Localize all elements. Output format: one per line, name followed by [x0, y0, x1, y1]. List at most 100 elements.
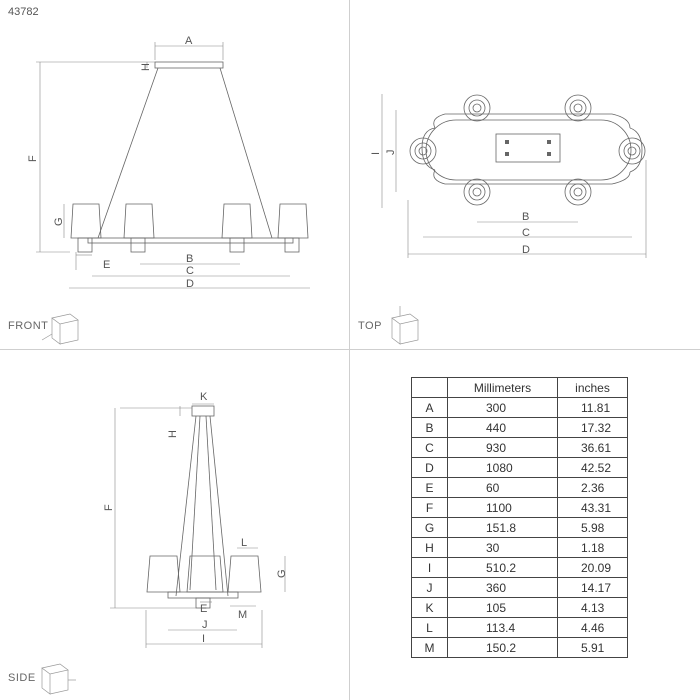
table-cell-mm: 930: [447, 437, 558, 458]
table-cell-mm: 150.2: [447, 637, 558, 658]
dim-label-d: D: [186, 278, 194, 290]
top-dim-label-d: D: [522, 244, 530, 256]
front-view-drawing: A H F G E B C D: [27, 35, 310, 345]
table-cell-inches: 14.17: [557, 577, 628, 598]
table-cell-letter: M: [411, 637, 448, 658]
dim-label-e: E: [103, 259, 110, 271]
side-canopy: [191, 405, 215, 417]
socket-1: [77, 237, 93, 253]
table-cell-letter: L: [411, 617, 448, 638]
top-dim-label-c: C: [522, 227, 530, 239]
side-dim-label-j: J: [202, 619, 208, 631]
table-cell-mm: 151.8: [447, 517, 558, 538]
table-cell-inches: 5.98: [557, 517, 628, 538]
top-dim-label-b: B: [522, 211, 529, 223]
table-cell-letter: I: [411, 557, 448, 578]
table-cell-mm: 300: [447, 397, 558, 418]
table-cell-mm: 510.2: [447, 557, 558, 578]
table-cell-inches: 36.61: [557, 437, 628, 458]
table-cell-letter: C: [411, 437, 448, 458]
table-cell-mm: 440: [447, 417, 558, 438]
table-cell-inches: 4.46: [557, 617, 628, 638]
table-header-row: Millimeters inches: [411, 377, 628, 398]
table-cell-letter: J: [411, 577, 448, 598]
front-cube-icon: [41, 313, 79, 345]
horizontal-divider: [0, 349, 700, 350]
table-cell-inches: 11.81: [557, 397, 628, 418]
table-cell-mm: 1080: [447, 457, 558, 478]
frame-bar: [87, 237, 294, 244]
table-header-cell: inches: [557, 377, 628, 398]
table-cell-mm: 113.4: [447, 617, 558, 638]
table-cell-letter: D: [411, 457, 448, 478]
side-cube-icon: [41, 663, 76, 695]
table-cell-mm: 1100: [447, 497, 558, 518]
dim-label-g: G: [53, 217, 65, 226]
top-cube-icon: [391, 306, 419, 345]
dim-label-f: F: [27, 155, 39, 162]
socket-4: [284, 237, 300, 253]
table-header-cell: [411, 377, 448, 398]
table-cell-mm: 105: [447, 597, 558, 618]
table-header-cell: Millimeters: [447, 377, 558, 398]
shade-3: [221, 203, 253, 239]
side-dim-label-i: I: [202, 633, 205, 645]
socket-3: [229, 237, 245, 253]
socket-2: [130, 237, 146, 253]
side-dim-label-k: K: [200, 391, 208, 403]
side-dimension-lines: [110, 403, 286, 648]
table-cell-inches: 2.36: [557, 477, 628, 498]
side-dim-label-e: E: [200, 603, 207, 615]
dim-label-a: A: [185, 35, 193, 47]
side-dim-label-h: H: [167, 430, 179, 438]
shade-1: [70, 203, 102, 239]
table-cell-mm: 360: [447, 577, 558, 598]
front-view-panel: 43782: [0, 0, 350, 350]
table-cell-inches: 20.09: [557, 557, 628, 578]
top-canopy: [495, 133, 561, 163]
table-cell-inches: 4.13: [557, 597, 628, 618]
side-dim-label-f: F: [103, 504, 115, 511]
oval-frame: [425, 119, 632, 181]
table-cell-mm: 60: [447, 477, 558, 498]
side-view-panel: K H F L G E M J I SIDE: [0, 350, 350, 700]
dim-label-c: C: [186, 265, 194, 277]
side-view-label: SIDE: [8, 672, 36, 684]
top-view-label: TOP: [358, 320, 382, 332]
front-view-label: FRONT: [8, 320, 49, 332]
side-cable-right: [209, 415, 229, 597]
side-shades: [146, 555, 262, 609]
top-dimension-lines: [381, 94, 647, 258]
top-view-panel: I J B C D TOP: [350, 0, 700, 350]
table-cell-inches: 1.18: [557, 537, 628, 558]
cable-right: [219, 67, 273, 239]
table-cell-letter: K: [411, 597, 448, 618]
dim-label-h: H: [140, 63, 152, 71]
table-cell-letter: E: [411, 477, 448, 498]
dim-label-b: B: [186, 253, 193, 265]
table-cell-inches: 43.31: [557, 497, 628, 518]
shade-2: [123, 203, 155, 239]
table-cell-letter: G: [411, 517, 448, 538]
shade-4: [277, 203, 309, 239]
side-dim-label-l: L: [241, 537, 247, 549]
side-view-drawing: K H F L G E M J I: [41, 391, 288, 695]
table-cell-inches: 17.32: [557, 417, 628, 438]
canopy: [154, 61, 224, 69]
table-cell-letter: H: [411, 537, 448, 558]
table-cell-letter: A: [411, 397, 448, 418]
top-dim-label-j: J: [385, 150, 397, 156]
side-dim-label-m: M: [238, 609, 247, 621]
top-lamps: [409, 94, 646, 206]
